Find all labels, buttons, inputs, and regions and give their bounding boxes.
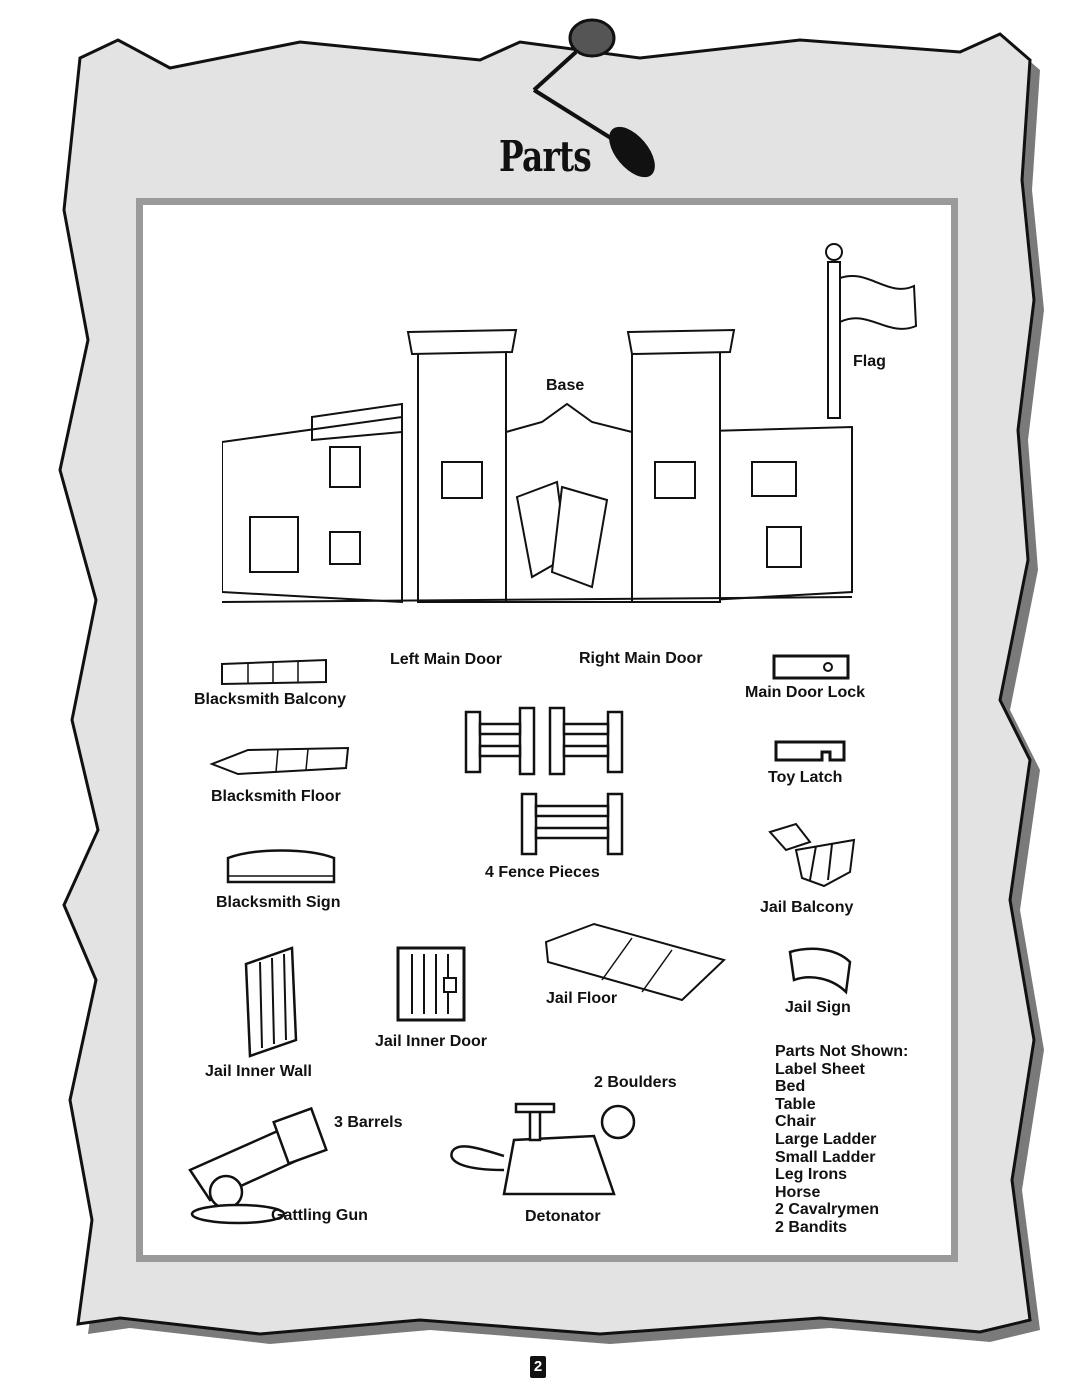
label-blacksmith-balcony: Blacksmith Balcony xyxy=(194,691,347,708)
jail-inner-wall-illustration xyxy=(244,946,298,1058)
label-detonator: Detonator xyxy=(525,1208,601,1225)
fence-pieces-illustration xyxy=(464,706,624,856)
detonator-illustration xyxy=(450,1102,636,1196)
label-blacksmith-floor: Blacksmith Floor xyxy=(211,788,341,805)
list-item: Bed xyxy=(775,1078,806,1096)
list-item: Chair xyxy=(775,1113,816,1131)
toy-latch-illustration xyxy=(774,740,846,762)
nail-decoration-icon xyxy=(532,18,655,178)
label-toy-latch: Toy Latch xyxy=(768,769,843,786)
label-barrels: 3 Barrels xyxy=(334,1114,403,1131)
label-jail-balcony: Jail Balcony xyxy=(760,899,854,916)
list-item: Small Ladder xyxy=(775,1148,876,1166)
blacksmith-floor-illustration xyxy=(209,746,350,776)
list-item: 2 Bandits xyxy=(775,1218,848,1236)
label-blacksmith-sign: Blacksmith Sign xyxy=(216,894,341,911)
label-fence-pieces: 4 Fence Pieces xyxy=(485,864,600,881)
boulder-icon xyxy=(600,1104,636,1140)
blacksmith-sign-illustration xyxy=(226,849,336,884)
list-item: Leg Irons xyxy=(775,1166,848,1184)
main-door-lock-illustration xyxy=(772,654,850,680)
list-item: Table xyxy=(775,1095,816,1113)
list-item: Horse xyxy=(775,1183,821,1201)
label-gattling-gun: Gattling Gun xyxy=(271,1207,368,1224)
parts-not-shown-list: Parts Not Shown: Label Sheet Bed Table C… xyxy=(775,1043,908,1237)
fort-base-illustration xyxy=(222,328,853,604)
label-right-main-door: Right Main Door xyxy=(579,650,703,667)
blacksmith-balcony-illustration xyxy=(221,658,327,686)
parts-panel xyxy=(136,198,958,1262)
label-base: Base xyxy=(546,377,585,394)
gattling-gun-illustration xyxy=(188,1106,328,1225)
label-boulders: 2 Boulders xyxy=(594,1074,677,1091)
label-main-door-lock: Main Door Lock xyxy=(745,684,866,701)
list-item: 2 Cavalrymen xyxy=(775,1201,880,1219)
label-jail-inner-door: Jail Inner Door xyxy=(375,1033,488,1050)
jail-floor-illustration xyxy=(544,922,726,1002)
label-jail-floor: Jail Floor xyxy=(546,990,618,1007)
jail-sign-illustration xyxy=(788,947,852,995)
parts-not-shown-heading: Parts Not Shown: xyxy=(775,1043,909,1060)
jail-balcony-illustration xyxy=(768,822,856,888)
list-item: Label Sheet xyxy=(775,1060,865,1078)
jail-inner-door-illustration xyxy=(396,946,466,1022)
label-left-main-door: Left Main Door xyxy=(390,651,502,668)
flag-illustration xyxy=(825,243,918,419)
list-item: Large Ladder xyxy=(775,1130,877,1148)
label-jail-sign: Jail Sign xyxy=(785,999,851,1016)
label-jail-inner-wall: Jail Inner Wall xyxy=(205,1063,312,1080)
page-title: Parts xyxy=(499,132,592,181)
label-flag: Flag xyxy=(853,353,886,370)
page-number: 2 xyxy=(530,1356,546,1378)
